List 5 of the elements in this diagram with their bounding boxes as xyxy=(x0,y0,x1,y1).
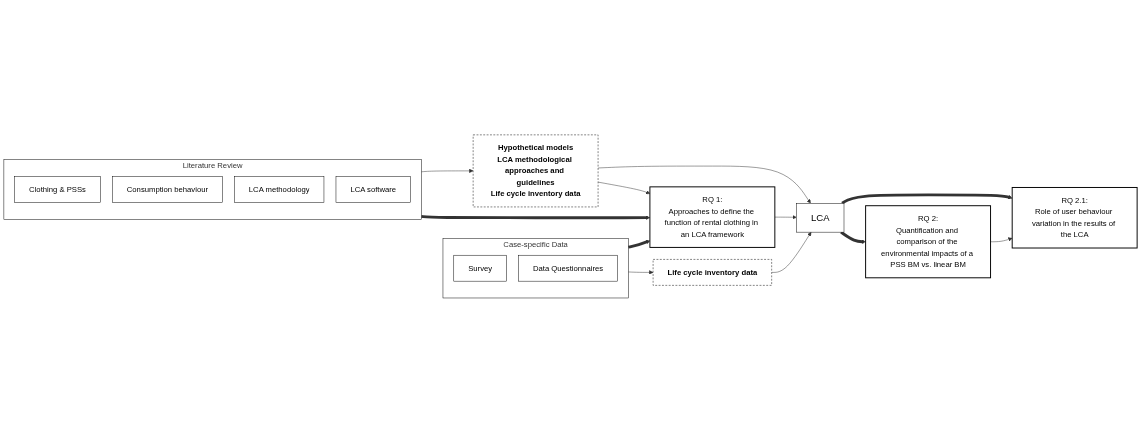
arrow xyxy=(840,230,866,244)
arrow xyxy=(421,214,651,220)
node-box: LCA xyxy=(796,202,845,232)
arrow xyxy=(841,193,1013,205)
arrow xyxy=(627,239,651,249)
